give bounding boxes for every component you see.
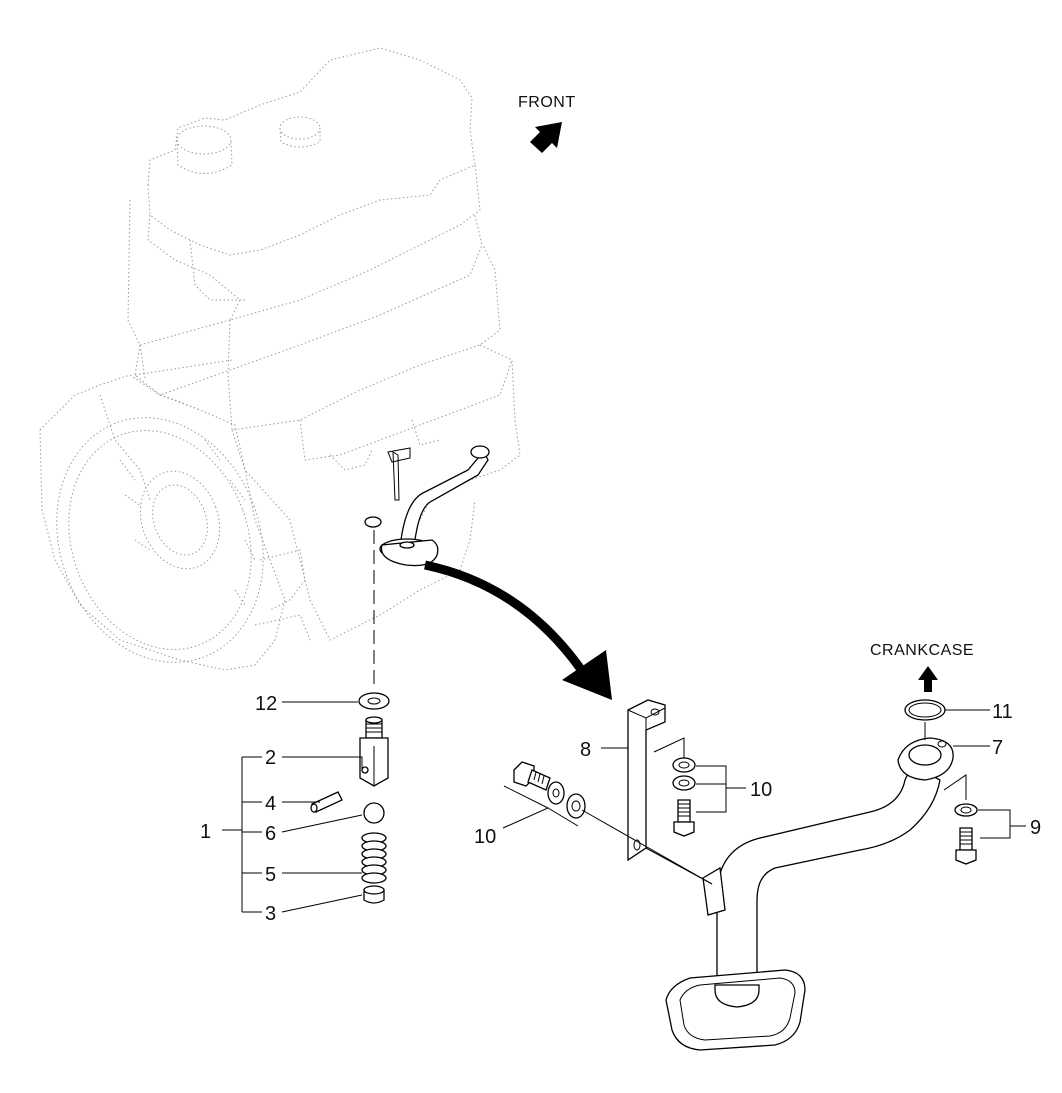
callout-8: 8	[580, 739, 591, 761]
crankcase-caption: CRANKCASE	[870, 642, 974, 659]
callout-leaders-right	[502, 709, 1026, 885]
engine-ghost-outline	[39, 47, 521, 671]
part-10-washers-top	[672, 757, 696, 837]
callout-4: 4	[265, 793, 276, 815]
callout-9: 9	[1030, 817, 1041, 839]
callout-2: 2	[265, 747, 276, 769]
part-9-bolt-washer	[954, 803, 978, 865]
callout-10-upper: 10	[750, 779, 772, 801]
front-arrow-icon	[530, 122, 562, 153]
callout-5: 5	[265, 864, 276, 886]
crankcase-arrow-icon	[918, 666, 938, 692]
callout-leaders-left	[222, 701, 363, 913]
relief-valve-assembly	[310, 692, 390, 904]
callout-10-lower: 10	[474, 826, 496, 848]
oil-pipe-installed	[364, 445, 490, 567]
part-8-bracket	[627, 699, 666, 862]
front-caption: FRONT	[518, 94, 576, 111]
callout-12: 12	[255, 693, 277, 715]
part-2-valve-body	[359, 716, 389, 787]
callout-7: 7	[992, 737, 1003, 759]
callout-3: 3	[265, 903, 276, 925]
part-6-ball	[363, 802, 385, 824]
part-12-washer	[358, 692, 390, 710]
oil-strainer-pipe	[665, 737, 954, 1051]
part-5-spring	[361, 832, 387, 884]
part-10-bolt-left	[513, 761, 586, 819]
callout-11: 11	[992, 701, 1013, 723]
oil-strainer-assembly	[513, 699, 978, 1051]
detail-pointer-arrow	[424, 560, 612, 700]
callout-1: 1	[200, 821, 211, 843]
callout-6: 6	[265, 823, 276, 845]
